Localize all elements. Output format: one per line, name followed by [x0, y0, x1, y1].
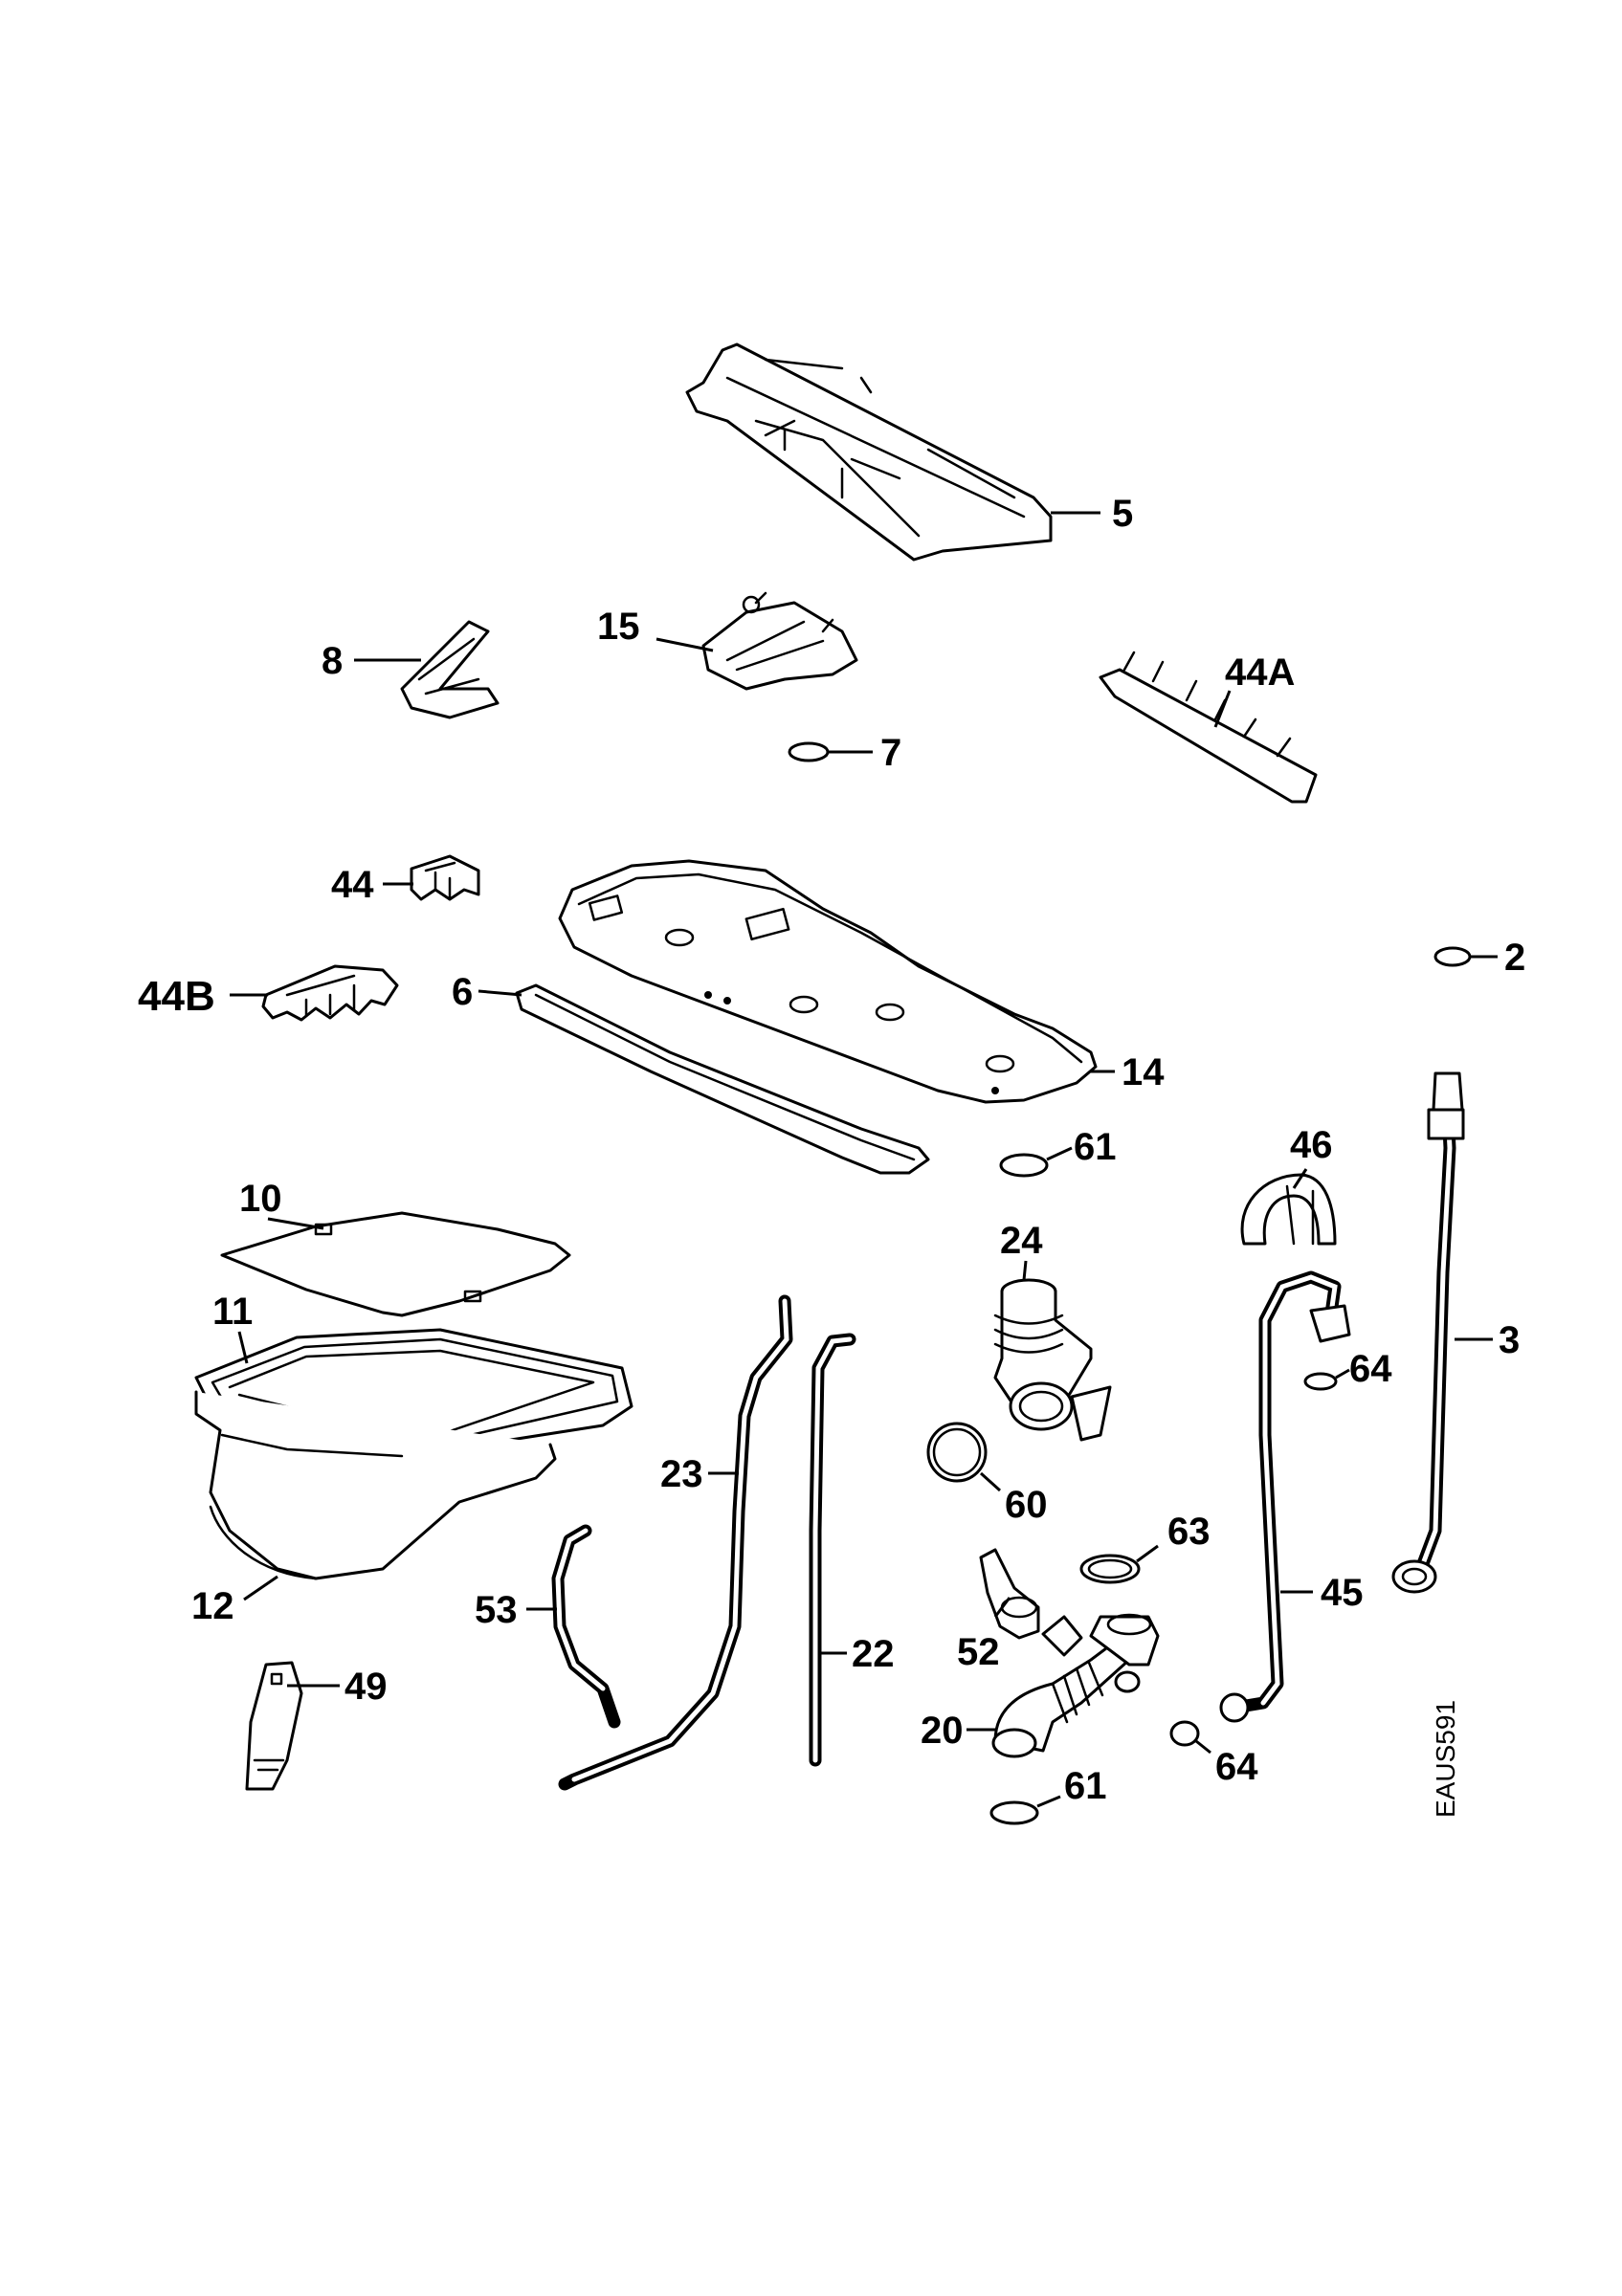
part-5-top-frame: 5 [685, 342, 1133, 562]
callout-64-top: 64 [1349, 1348, 1392, 1390]
callout-2: 2 [1504, 937, 1525, 979]
callout-3: 3 [1499, 1319, 1520, 1361]
callout-61-bottom: 61 [1064, 1765, 1107, 1807]
callout-6: 6 [452, 971, 473, 1013]
part-7-ring: 7 [788, 732, 901, 774]
part-64-top-clip: 64 [1303, 1348, 1392, 1391]
part-23-long-hose: 23 [558, 1294, 793, 1791]
part-60-clamp-ring: 60 [926, 1422, 1048, 1526]
part-44-clip: 44 [331, 854, 480, 906]
part-61-top-clamp: 61 [999, 1126, 1117, 1178]
callout-46: 46 [1290, 1124, 1333, 1166]
callout-45: 45 [1321, 1572, 1364, 1614]
part-8-bracket: 8 [322, 620, 500, 719]
part-44a-harness: 44A [1099, 651, 1318, 804]
callout-14: 14 [1122, 1051, 1165, 1093]
callout-15: 15 [597, 606, 640, 648]
part-12-tub-body: 12 [191, 1390, 557, 1627]
part-10-lid-panel: 10 [220, 1178, 571, 1317]
part-2-cap: 2 [1433, 937, 1525, 979]
callout-7: 7 [880, 732, 901, 774]
callout-22: 22 [852, 1633, 895, 1675]
part-53-short-hose: 53 [475, 1524, 621, 1729]
callout-8: 8 [322, 640, 343, 682]
part-45-drain-hose: 45 [1219, 1270, 1364, 1723]
callout-49: 49 [344, 1666, 388, 1708]
callout-44a: 44A [1225, 651, 1295, 694]
part-46-hose-hook: 46 [1240, 1124, 1337, 1246]
callout-24: 24 [1000, 1220, 1043, 1262]
callout-5: 5 [1112, 493, 1133, 535]
callout-11: 11 [212, 1291, 253, 1333]
part-14-cover-plate: 14 [558, 859, 1165, 1104]
part-44b-multi-clip: 44B [138, 964, 399, 1022]
callout-20: 20 [921, 1710, 964, 1752]
callout-53: 53 [475, 1589, 518, 1631]
callout-64-bottom: 64 [1215, 1746, 1258, 1788]
part-49-filter-bracket: 49 [245, 1661, 388, 1791]
callout-23: 23 [660, 1453, 703, 1495]
callout-44b: 44B [138, 973, 215, 1020]
part-20-sump-hose: 20 [921, 1613, 1160, 1758]
part-3-inlet-hose: 3 [1391, 1071, 1520, 1594]
part-63-clamp: 63 [1079, 1511, 1211, 1584]
callout-12: 12 [191, 1585, 234, 1627]
callout-44: 44 [331, 864, 374, 906]
callout-61-top: 61 [1074, 1126, 1117, 1168]
diagram-code: EAUS591 [1431, 1700, 1460, 1818]
callout-63: 63 [1167, 1511, 1211, 1553]
part-22-straight-hose: 22 [809, 1333, 895, 1767]
callout-10: 10 [239, 1178, 282, 1220]
part-15-valve: 15 [597, 591, 858, 691]
part-6-seal-strip: 6 [452, 971, 930, 1175]
callout-52: 52 [957, 1631, 1000, 1673]
part-64-bottom-clip: 64 [1169, 1720, 1258, 1788]
part-61-bottom-clamp: 61 [989, 1765, 1107, 1825]
part-52-valve: 52 [957, 1548, 1040, 1673]
callout-60: 60 [1005, 1484, 1048, 1526]
part-24-bellows-connector: 24 [993, 1220, 1112, 1442]
